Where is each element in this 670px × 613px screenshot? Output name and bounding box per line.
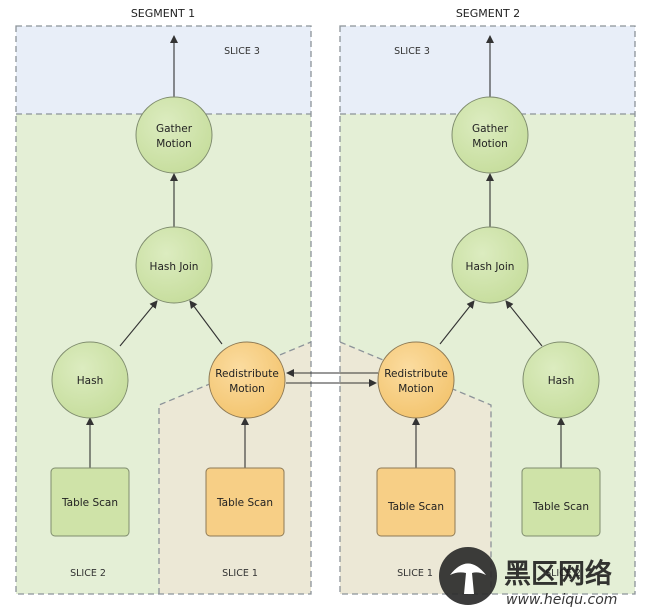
node-label-line1: Gather bbox=[472, 123, 509, 135]
seg1-slice2-label: SLICE 2 bbox=[70, 568, 106, 579]
node-label: Hash bbox=[77, 375, 103, 387]
node-s1-hash[interactable]: Hash bbox=[51, 341, 129, 419]
node-label: Hash bbox=[548, 375, 574, 387]
seg2-slice3-label: SLICE 3 bbox=[394, 46, 430, 57]
watermark: 黑区网络 www.heiqu.com bbox=[439, 547, 617, 608]
node-s2-redistribute-motion[interactable]: Redistribute Motion bbox=[377, 341, 455, 419]
node-label: Hash Join bbox=[466, 261, 515, 273]
node-s1-table-scan-right[interactable]: Table Scan bbox=[205, 467, 285, 537]
node-s2-table-scan-right[interactable]: Table Scan bbox=[521, 467, 601, 537]
node-s2-gather-motion[interactable]: Gather Motion bbox=[451, 96, 529, 174]
segment-2-title: SEGMENT 2 bbox=[456, 7, 520, 20]
node-s1-redistribute-motion[interactable]: Redistribute Motion bbox=[208, 341, 286, 419]
node-label: Table Scan bbox=[387, 501, 444, 513]
watermark-url: www.heiqu.com bbox=[506, 592, 617, 608]
edge-s2-hash-hashjoin bbox=[505, 300, 543, 347]
seg1-border bbox=[15, 25, 312, 595]
edge-s1-redist-hashjoin bbox=[189, 300, 223, 345]
node-s1-gather-motion[interactable]: Gather Motion bbox=[135, 96, 213, 174]
edges bbox=[86, 35, 565, 468]
node-label: Table Scan bbox=[61, 497, 118, 509]
seg1-slice1-border bbox=[158, 341, 312, 594]
segment-1-title: SEGMENT 1 bbox=[131, 7, 195, 20]
watermark-title: 黑区网络 bbox=[504, 558, 612, 590]
seg1-slice3-label: SLICE 3 bbox=[224, 46, 260, 57]
node-label-line1: Redistribute bbox=[384, 368, 448, 380]
watermark-mushroom-icon bbox=[450, 563, 486, 594]
node-label-line2: Motion bbox=[398, 383, 434, 395]
node-label-line1: Gather bbox=[156, 123, 193, 135]
edge-s2-redist-hashjoin bbox=[439, 300, 475, 345]
seg1-slice1-label: SLICE 1 bbox=[222, 568, 258, 579]
node-label: Table Scan bbox=[532, 501, 589, 513]
node-label-line2: Motion bbox=[472, 138, 508, 150]
node-s2-hash[interactable]: Hash bbox=[522, 341, 600, 419]
node-label-line2: Motion bbox=[229, 383, 265, 395]
nodes: Gather Motion Hash Join Hash Redistribut… bbox=[50, 96, 601, 537]
node-label: Table Scan bbox=[216, 497, 273, 509]
seg2-slice1-label: SLICE 1 bbox=[397, 568, 433, 579]
node-s2-hash-join[interactable]: Hash Join bbox=[451, 226, 529, 304]
seg2-slice2-label: SLICE 2 bbox=[545, 568, 581, 579]
node-s2-table-scan-left[interactable]: Table Scan bbox=[376, 467, 456, 537]
node-label: Hash Join bbox=[150, 261, 199, 273]
node-label-line1: Redistribute bbox=[215, 368, 279, 380]
edge-s1-hash-hashjoin bbox=[119, 300, 158, 347]
node-s1-table-scan-left[interactable]: Table Scan bbox=[50, 467, 130, 537]
node-s1-hash-join[interactable]: Hash Join bbox=[135, 226, 213, 304]
node-label-line2: Motion bbox=[156, 138, 192, 150]
